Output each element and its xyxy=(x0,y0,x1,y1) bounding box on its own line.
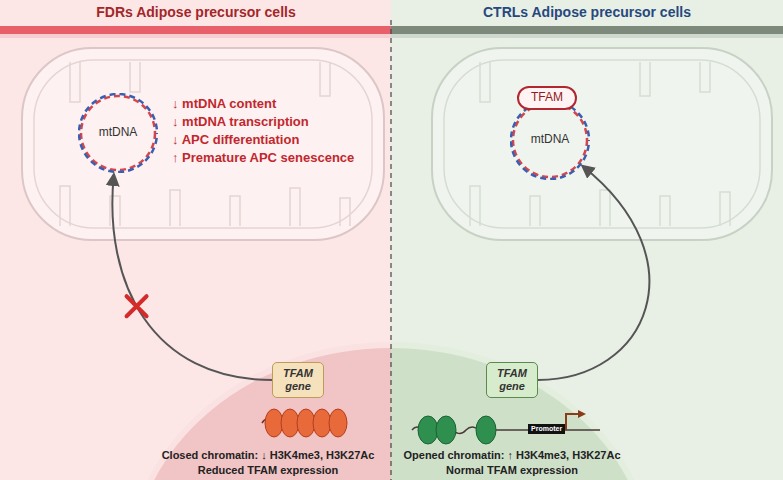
curved-arrow xyxy=(538,166,649,380)
block-cross xyxy=(127,296,147,316)
effect-text: ↓ APC differentiation xyxy=(172,132,299,148)
node-text: TFAM xyxy=(531,91,563,105)
left-mitochondrion xyxy=(22,48,384,240)
mtdna-circle: mtDNA xyxy=(78,93,158,173)
effect-text: ↓ mtDNA transcription xyxy=(172,114,309,130)
node-text: TFAM gene xyxy=(489,367,535,392)
promoter-label: Promoter xyxy=(528,424,565,434)
node-text: mtDNA xyxy=(99,126,138,140)
panel-title: FDRs Adipose precursor cells xyxy=(96,4,295,21)
closed-chromatin xyxy=(262,409,347,437)
tfam-gene-box: TFAM gene xyxy=(486,362,538,398)
right-membrane-bar xyxy=(391,26,783,34)
chromatin-caption: Closed chromatin: ↓ H3K4me3, H3K27Ac xyxy=(162,449,375,462)
effect-text: ↑ Premature APC senescence xyxy=(172,150,354,166)
chromatin-caption: Opened chromatin: ↑ H3K4me3, H3K27Ac xyxy=(403,449,620,462)
expression-caption: Normal TFAM expression xyxy=(446,464,578,477)
node-text: mtDNA xyxy=(531,133,570,147)
right-membrane-inner xyxy=(391,34,783,38)
left-membrane-inner xyxy=(0,34,391,38)
effect-text: ↓ mtDNA content xyxy=(172,96,276,112)
tfam-gene-box: TFAM gene xyxy=(272,362,324,398)
open-chromatin xyxy=(412,410,600,444)
node-text: TFAM gene xyxy=(275,367,321,392)
right-mitochondrion xyxy=(432,48,772,240)
tfam-protein-pill: TFAM xyxy=(517,86,577,110)
panel-title: CTRLs Adipose precursor cells xyxy=(483,4,691,21)
mtdna-circle: mtDNA xyxy=(510,100,590,180)
expression-caption: Reduced TFAM expression xyxy=(198,464,339,477)
left-membrane-bar xyxy=(0,26,391,34)
divider-line xyxy=(390,20,391,480)
curved-arrow xyxy=(112,175,272,380)
